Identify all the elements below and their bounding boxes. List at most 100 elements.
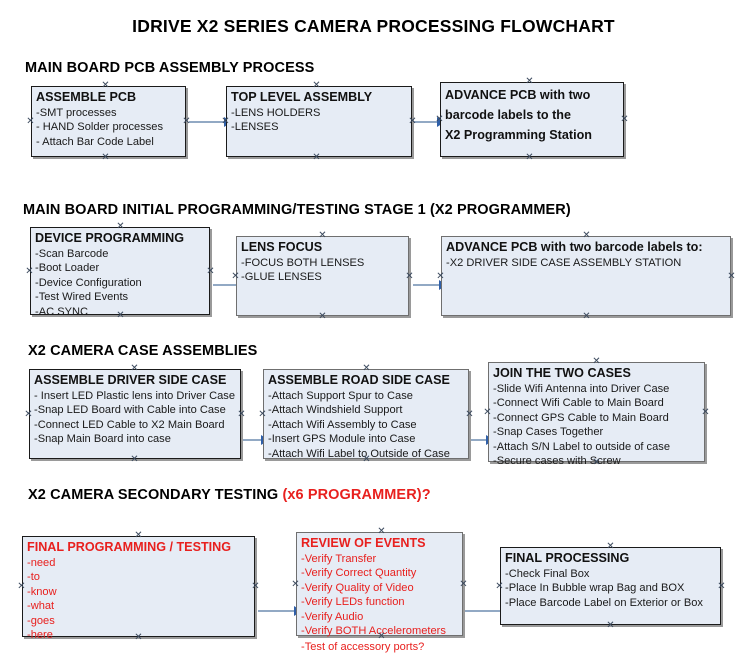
page-title: IDRIVE X2 SERIES CAMERA PROCESSING FLOWC… bbox=[132, 16, 615, 36]
box-line: -Attach Windshield Support bbox=[268, 404, 403, 417]
resize-handle-bottom[interactable] bbox=[582, 312, 591, 321]
box-line: -Snap Cases Together bbox=[493, 426, 604, 439]
box-assemble-driver-side-case[interactable]: ASSEMBLE DRIVER SIDE CASE - Insert LED P… bbox=[29, 369, 241, 459]
resize-handle-bottom[interactable] bbox=[606, 621, 615, 630]
box-line: -Connect GPS Cable to Main Board bbox=[493, 411, 669, 424]
resize-handle-right[interactable] bbox=[237, 410, 246, 419]
resize-handle-right[interactable] bbox=[251, 582, 260, 591]
box-line: -Connect Wifi Cable to Main Board bbox=[493, 397, 664, 410]
resize-handle-left[interactable] bbox=[25, 267, 34, 276]
resize-handle-right[interactable] bbox=[717, 582, 726, 591]
connector-assemble-pcb-to-top-level bbox=[189, 121, 224, 123]
section-heading-main-board-pcb-assembly: MAIN BOARD PCB ASSEMBLY PROCESS bbox=[25, 60, 314, 76]
resize-handle-right[interactable] bbox=[459, 580, 468, 589]
resize-handle-left[interactable] bbox=[26, 117, 35, 126]
box-line: -Attach S/N Label to outside of case bbox=[493, 440, 670, 453]
box-review-of-events[interactable]: REVIEW OF EVENTS -Verify Transfer -Verif… bbox=[296, 532, 463, 653]
connector-final-programming-to-review-of-events bbox=[258, 610, 294, 612]
box-top-level-assembly[interactable]: TOP LEVEL ASSEMBLY -LENS HOLDERS -LENSES bbox=[226, 86, 412, 157]
box-line: -Boot Loader bbox=[35, 262, 100, 275]
resize-handle-top[interactable] bbox=[134, 531, 143, 540]
box-advance-pcb-to-driver-side-case-station[interactable]: ADVANCE PCB with two barcode labels to: … bbox=[441, 236, 731, 316]
box-title: ASSEMBLE PCB bbox=[36, 90, 137, 104]
resize-handle-top[interactable] bbox=[130, 364, 139, 373]
box-line: -Secure cases with Screw bbox=[493, 455, 621, 468]
box-line: -Verify LEDs function bbox=[301, 596, 405, 609]
box-line: -Place In Bubble wrap Bag and BOX bbox=[505, 582, 685, 595]
resize-handle-left[interactable] bbox=[231, 272, 240, 281]
connector-review-of-events-to-final-processing bbox=[464, 610, 500, 612]
resize-handle-top[interactable] bbox=[312, 81, 321, 90]
box-title-line: ADVANCE PCB with two bbox=[445, 88, 591, 102]
box-line: -Snap Main Board into case bbox=[34, 433, 171, 446]
resize-handle-left[interactable] bbox=[17, 582, 26, 591]
box-line: -what bbox=[27, 600, 55, 613]
resize-handle-right[interactable] bbox=[465, 410, 474, 419]
box-line: -Snap LED Board with Cable into Case bbox=[34, 404, 226, 417]
box-line: -to bbox=[27, 571, 40, 584]
box-line: -Device Configuration bbox=[35, 276, 142, 289]
resize-handle-right[interactable] bbox=[206, 267, 215, 276]
box-join-the-two-cases[interactable]: JOIN THE TWO CASES -Slide Wifi Antenna i… bbox=[488, 362, 705, 467]
box-line: -LENS HOLDERS bbox=[231, 107, 321, 119]
resize-handle-top[interactable] bbox=[525, 77, 534, 86]
box-line: -Verify Transfer bbox=[301, 553, 377, 565]
resize-handle-left[interactable] bbox=[258, 410, 267, 419]
resize-handle-left[interactable] bbox=[291, 580, 300, 589]
resize-handle-top[interactable] bbox=[582, 231, 591, 240]
section-heading-text: MAIN BOARD INITIAL PROGRAMMING/TESTING S… bbox=[23, 202, 571, 218]
box-title: ASSEMBLE ROAD SIDE CASE bbox=[268, 373, 450, 387]
resize-handle-left[interactable] bbox=[24, 410, 33, 419]
box-title: TOP LEVEL ASSEMBLY bbox=[231, 90, 373, 104]
box-line: -Place Barcode Label on Exterior or Box bbox=[505, 596, 703, 609]
box-line: -know bbox=[27, 585, 57, 598]
box-final-programming-testing[interactable]: FINAL PROGRAMMING / TESTING -need -to -k… bbox=[22, 536, 255, 641]
connector-driver-side-to-road-side bbox=[243, 439, 261, 441]
box-line: -Attach Wifi Assembly to Case bbox=[268, 418, 417, 431]
box-line: -Test Wired Events bbox=[35, 291, 129, 304]
resize-handle-top[interactable] bbox=[606, 542, 615, 551]
section-heading-text: X2 CAMERA SECONDARY TESTING bbox=[28, 487, 283, 503]
resize-handle-left[interactable] bbox=[483, 408, 492, 417]
section-heading-main-board-initial-programming: MAIN BOARD INITIAL PROGRAMMING/TESTING S… bbox=[23, 202, 571, 218]
box-assemble-pcb[interactable]: ASSEMBLE PCB -SMT processes - HAND Solde… bbox=[31, 86, 186, 157]
resize-handle-left[interactable] bbox=[436, 272, 445, 281]
resize-handle-left[interactable] bbox=[495, 582, 504, 591]
resize-handle-top[interactable] bbox=[377, 527, 386, 536]
resize-handle-top[interactable] bbox=[318, 231, 327, 240]
resize-handle-bottom[interactable] bbox=[525, 153, 534, 162]
resize-handle-right[interactable] bbox=[405, 272, 414, 281]
box-final-processing[interactable]: FINAL PROCESSING -Check Final Box -Place… bbox=[500, 547, 721, 625]
resize-handle-bottom[interactable] bbox=[312, 153, 321, 162]
section-heading-text: MAIN BOARD PCB ASSEMBLY PROCESS bbox=[25, 60, 315, 76]
resize-handle-right[interactable] bbox=[727, 272, 736, 281]
resize-handle-top[interactable] bbox=[116, 222, 125, 231]
resize-handle-bottom[interactable] bbox=[101, 153, 110, 162]
box-line: -Verify Quality of Video bbox=[301, 581, 414, 594]
box-line: -AC SYNC bbox=[35, 305, 89, 318]
box-advance-pcb-to-x2-programming-station[interactable]: ADVANCE PCB with two barcode labels to t… bbox=[440, 82, 624, 157]
resize-handle-top[interactable] bbox=[592, 357, 601, 366]
resize-handle-bottom[interactable] bbox=[318, 312, 327, 321]
box-title: REVIEW OF EVENTS bbox=[301, 536, 426, 550]
box-title: FINAL PROGRAMMING / TESTING bbox=[27, 540, 232, 554]
resize-handle-bottom[interactable] bbox=[130, 455, 139, 464]
box-title-line: X2 Programming Station bbox=[445, 128, 592, 142]
resize-handle-top[interactable] bbox=[101, 81, 110, 90]
box-device-programming[interactable]: DEVICE PROGRAMMING -Scan Barcode -Boot L… bbox=[30, 227, 210, 318]
resize-handle-right[interactable] bbox=[701, 408, 710, 417]
box-title: LENS FOCUS bbox=[241, 240, 323, 254]
box-line: -here bbox=[27, 629, 53, 642]
box-assemble-road-side-case[interactable]: ASSEMBLE ROAD SIDE CASE -Attach Support … bbox=[263, 369, 469, 460]
resize-handle-top[interactable] bbox=[362, 364, 371, 373]
box-line: -Verify Correct Quantity bbox=[301, 567, 417, 580]
box-line: -Attach Wifi Label to Outside of Case bbox=[268, 447, 450, 460]
box-lens-focus[interactable]: LENS FOCUS -FOCUS BOTH LENSES -GLUE LENS… bbox=[236, 236, 409, 316]
box-line: - Attach Bar Code Label bbox=[36, 135, 154, 148]
resize-handle-right[interactable] bbox=[620, 115, 629, 124]
box-line: -Attach Support Spur to Case bbox=[268, 390, 413, 402]
box-line: -goes bbox=[27, 614, 55, 627]
box-line: -Verify BOTH Accelerometers bbox=[301, 625, 446, 638]
box-line: -X2 DRIVER SIDE CASE ASSEMBLY STATION bbox=[446, 257, 682, 269]
box-title-line: barcode labels to the bbox=[445, 108, 571, 122]
